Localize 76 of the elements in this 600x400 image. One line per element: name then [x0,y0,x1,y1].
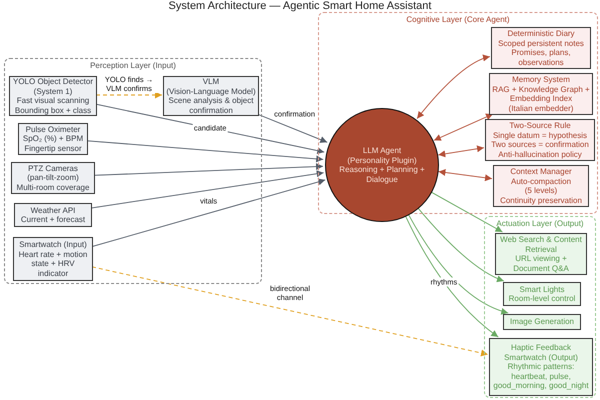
node-detail: Smartwatch (Output) [504,352,578,362]
arrow [258,114,328,143]
layer-frame [4,58,262,284]
node-detail: URL viewing + Document Q&A [512,254,570,273]
node-detail: Room-level control [508,294,576,304]
arrow [86,140,324,162]
node-title: Memory System [512,75,570,84]
node-detail: Current + forecast [20,215,86,224]
arrow [96,92,162,98]
node-title: Pulse Oximeter [26,124,80,134]
node-detail: Anti-hallucination policy [498,150,582,159]
node-title: Smart Lights [520,284,564,294]
component-box [495,233,587,275]
node-title: Context Manager [510,167,572,176]
node-title: YOLO Object Detector (System 1) [12,77,94,96]
layer-title: Perception Layer (Input) [89,61,177,70]
component-box [503,282,581,306]
arrow [405,216,499,338]
node-detail: Reasoning + Planning + Dialogue [338,165,426,184]
arrow [418,208,504,282]
node-detail: Fingertip sensor [24,144,82,154]
node-title: PTZ Cameras [28,164,78,174]
node-detail: Fast visual scanning [16,96,90,106]
node-detail: Two sources = confirmation [491,140,589,150]
node-detail: RAG + Knowledge Graph + Embedding Index [492,84,590,104]
node-detail: Multi-room coverage [16,182,90,192]
diagram-title: System Architecture — Agentic Smart Home Assistant [168,0,432,12]
node-title: Weather API [30,206,76,215]
arrow [94,163,324,176]
node-title: Deterministic Diary [507,29,575,38]
node-detail: Scoped persistent notes [498,38,584,48]
layer-title: Actuation Layer (Output) [495,219,585,228]
arrow [90,170,324,209]
node-detail: Continuity preservation [500,196,582,205]
node-detail: (Italian embedder) [508,104,574,113]
arrow [408,214,509,314]
component-box [491,27,591,69]
layer-title: Cognitive Layer (Core Agent) [405,15,511,24]
component-box [493,165,589,207]
arrow [92,178,326,248]
node-title: Two-Source Rule [509,121,571,130]
component-box [163,76,259,116]
node-title: Image Generation [510,317,574,327]
node-title: Smartwatch (Input) [19,240,87,250]
arrow [438,145,484,158]
component-box [18,123,88,155]
node-detail: (5 levels) [524,186,558,196]
node-detail: (Vision-Language Model) [166,86,256,96]
arrow [92,266,488,356]
arrow [416,55,490,120]
component-box [503,314,581,330]
node-detail: Heart rate + motion state + HRV indicator [18,250,88,278]
node-title: LLM Agent [362,146,402,156]
node-detail: Promises, plans, observations [510,48,572,67]
component-box [9,76,97,116]
node-detail: Single datum = hypothesis [492,130,588,140]
component-box [485,119,595,161]
node-detail: (Personality Plugin) [347,156,417,165]
component-box [14,203,92,227]
arrow [434,114,494,141]
arrow [438,169,492,182]
component-box [11,162,95,194]
node-detail: (pan-tilt-zoom) [27,173,79,183]
node-detail: SpO₂ (%) + BPM [22,134,84,144]
component-box [13,237,93,281]
component-box [489,73,593,115]
arrow [431,192,503,232]
node-detail: Scene analysis & object confirmation [168,96,254,115]
layer-frame [484,216,596,398]
component-box [489,338,593,396]
node-detail: Rhythmic patterns: heartbeat, pulse, good_morning, good_night [492,362,590,391]
node-title: VLM [202,77,220,86]
node-title: Haptic Feedback [510,343,572,353]
node-title: Web Search & Content Retrieval [499,235,583,254]
node-detail: Bounding box + class [14,106,92,115]
node-detail: Auto-compaction [510,176,572,186]
